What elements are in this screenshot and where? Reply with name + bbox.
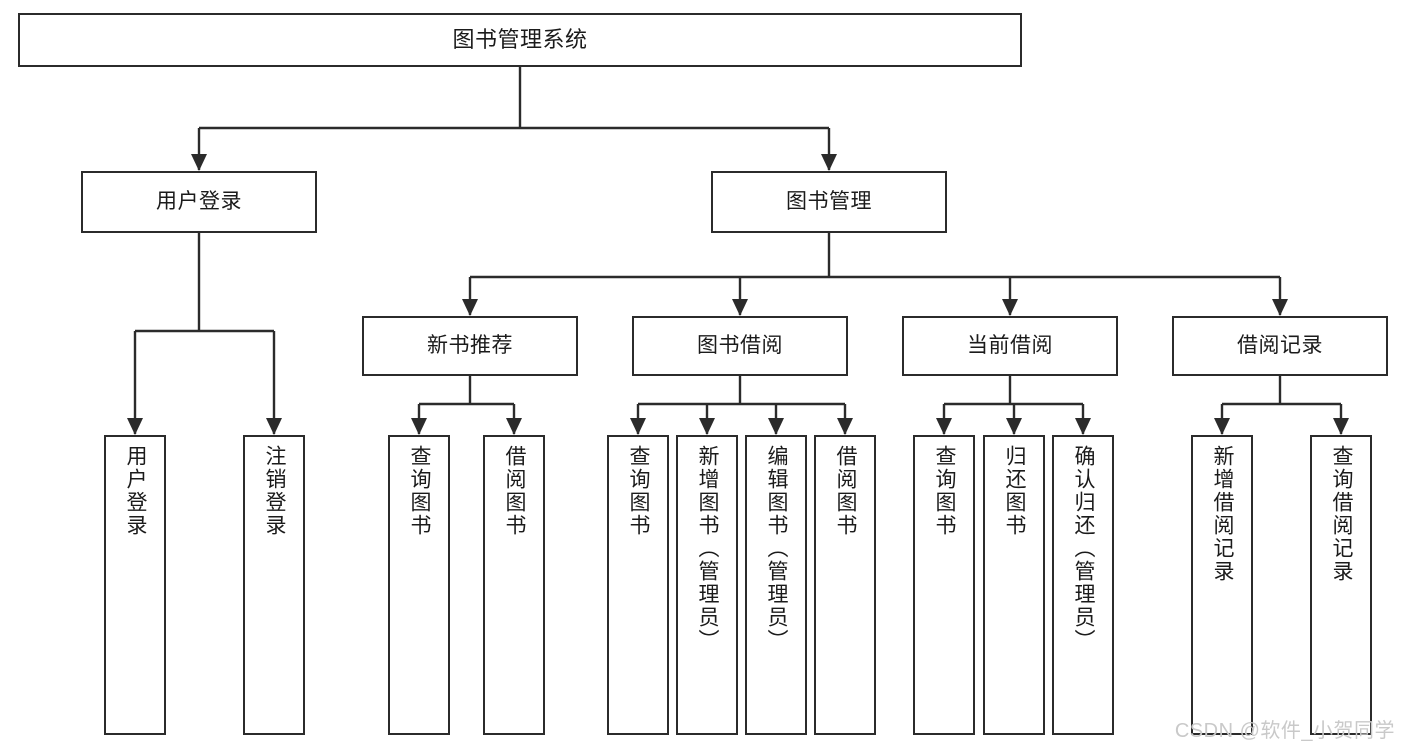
node-borrow-records[interactable]: 借阅记录 — [1172, 316, 1388, 376]
leaf-query-books-recommend[interactable]: 查询图书 — [388, 435, 450, 735]
node-label: 图书管理 — [786, 189, 872, 213]
node-label: 查询借阅记录 — [1330, 445, 1354, 583]
node-book-borrow[interactable]: 图书借阅 — [632, 316, 848, 376]
node-root-system[interactable]: 图书管理系统 — [18, 13, 1022, 67]
node-label: 新增借阅记录 — [1211, 445, 1235, 583]
node-label: 借阅图书 — [834, 445, 858, 537]
node-label: 当前借阅 — [967, 333, 1053, 357]
leaf-add-book-admin[interactable]: 新增图书（管理员） — [676, 435, 738, 735]
leaf-confirm-return-admin[interactable]: 确认归还（管理员） — [1052, 435, 1114, 735]
leaf-edit-book-admin[interactable]: 编辑图书（管理员） — [745, 435, 807, 735]
node-new-book-recommendation[interactable]: 新书推荐 — [362, 316, 578, 376]
node-label: 借阅记录 — [1237, 333, 1323, 357]
leaf-user-logout[interactable]: 注销登录 — [243, 435, 305, 735]
watermark: CSDN @软件_小贺同学 — [1174, 720, 1395, 742]
node-label: 查询图书 — [933, 445, 957, 537]
node-label: 确认归还（管理员） — [1072, 445, 1096, 652]
node-book-management[interactable]: 图书管理 — [711, 171, 947, 233]
leaf-query-borrow-record[interactable]: 查询借阅记录 — [1310, 435, 1372, 735]
node-label: 新增图书（管理员） — [696, 445, 720, 652]
node-label: 借阅图书 — [503, 445, 527, 537]
node-label: 新书推荐 — [427, 333, 513, 357]
node-label: 注销登录 — [263, 445, 287, 537]
leaf-add-borrow-record[interactable]: 新增借阅记录 — [1191, 435, 1253, 735]
leaf-query-books-current[interactable]: 查询图书 — [913, 435, 975, 735]
node-current-borrow[interactable]: 当前借阅 — [902, 316, 1118, 376]
leaf-user-login[interactable]: 用户登录 — [104, 435, 166, 735]
node-label: 查询图书 — [408, 445, 432, 537]
leaf-borrow-books[interactable]: 借阅图书 — [814, 435, 876, 735]
node-label: 编辑图书（管理员） — [765, 445, 789, 652]
leaf-return-books[interactable]: 归还图书 — [983, 435, 1045, 735]
node-label: 用户登录 — [156, 189, 242, 213]
node-label: 查询图书 — [627, 445, 651, 537]
leaf-query-books[interactable]: 查询图书 — [607, 435, 669, 735]
node-label: 图书管理系统 — [452, 26, 588, 52]
leaf-borrow-books-recommend[interactable]: 借阅图书 — [483, 435, 545, 735]
node-label: 用户登录 — [124, 445, 148, 537]
node-label: 归还图书 — [1003, 445, 1027, 537]
node-label: 图书借阅 — [697, 333, 783, 357]
node-user-login[interactable]: 用户登录 — [81, 171, 317, 233]
